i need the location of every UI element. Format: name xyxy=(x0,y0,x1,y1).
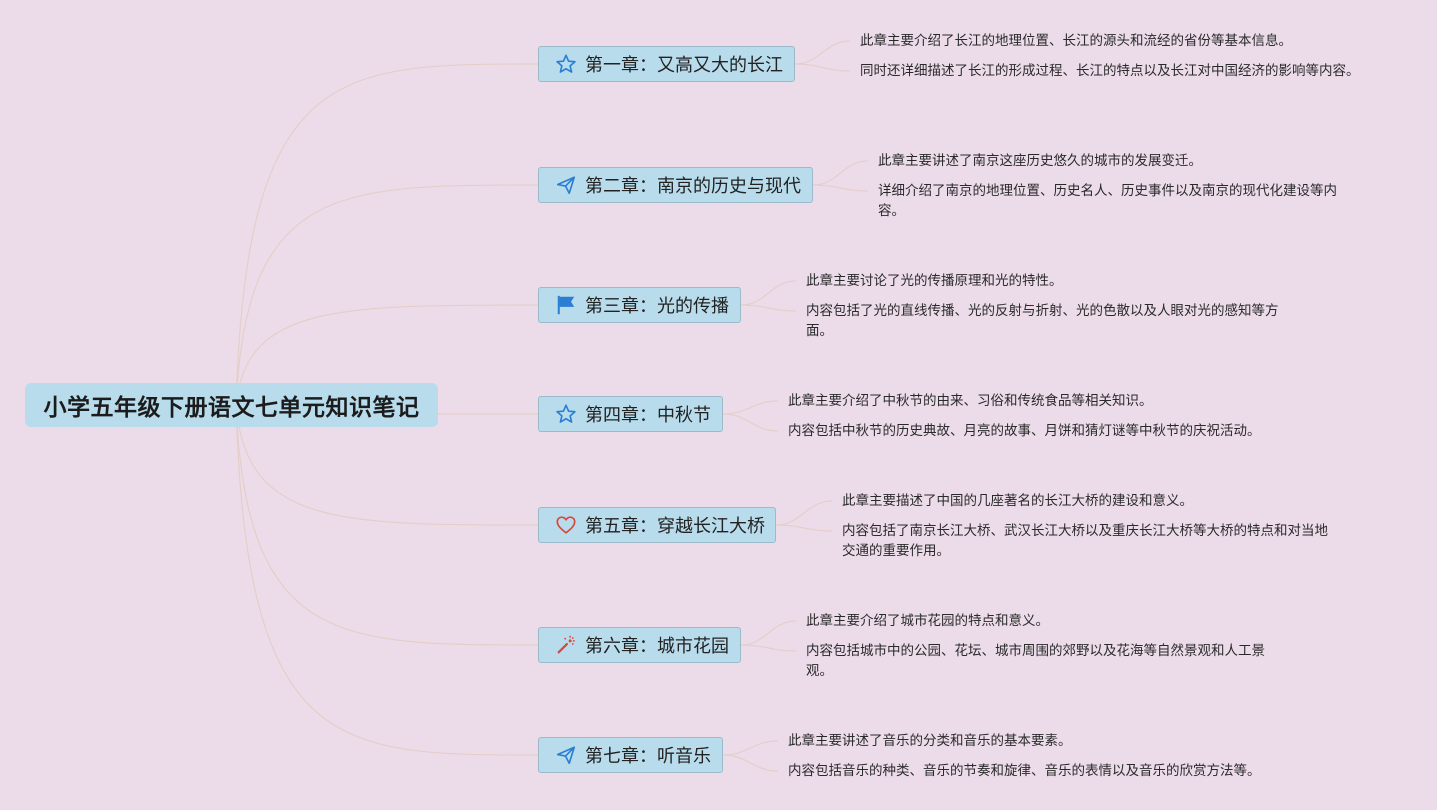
chapter-node-2[interactable]: 第二章：南京的历史与现代 xyxy=(538,167,813,203)
chapter-4-note-connector-2 xyxy=(722,413,779,432)
chapter-title: 第二章：南京的历史与现代 xyxy=(585,176,801,197)
chapter-6-note-1: 此章主要介绍了城市花园的特点和意义。 xyxy=(806,613,1049,629)
root-connector-5 xyxy=(235,404,539,526)
chapter-5-note-2: 内容包括了南京长江大桥、武汉长江大桥以及重庆长江大桥等大桥的特点和对当地交通的重… xyxy=(842,523,1328,559)
root-connector-1 xyxy=(235,63,539,406)
chapter-2-note-2: 详细介绍了南京的地理位置、历史名人、历史事件以及南京的现代化建设等内容。 xyxy=(878,183,1337,219)
root-connector-7 xyxy=(235,404,539,756)
chapter-title: 第一章：又高又大的长江 xyxy=(585,55,783,76)
chapter-3-note-2: 内容包括了光的直线传播、光的反射与折射、光的色散以及人眼对光的感知等方面。 xyxy=(806,303,1279,339)
paper-plane-icon xyxy=(555,744,577,766)
magic-wand-icon xyxy=(555,634,577,656)
chapter-1-note-connector-1 xyxy=(794,40,851,65)
chapter-7-note-2: 内容包括音乐的种类、音乐的节奏和旋律、音乐的表情以及音乐的欣赏方法等。 xyxy=(788,763,1261,779)
chapter-title: 第三章：光的传播 xyxy=(585,296,729,317)
chapter-3-note-connector-2 xyxy=(740,304,797,312)
chapter-6-note-connector-2 xyxy=(740,644,797,652)
root-connector-2 xyxy=(235,184,539,406)
chapter-title: 第七章：听音乐 xyxy=(585,746,711,767)
heart-icon xyxy=(555,514,577,536)
chapter-5-note-connector-2 xyxy=(775,524,833,532)
chapter-title: 第五章：穿越长江大桥 xyxy=(585,516,765,537)
chapter-5-note-1: 此章主要描述了中国的几座著名的长江大桥的建设和意义。 xyxy=(842,493,1193,509)
chapter-3-note-1: 此章主要讨论了光的传播原理和光的特性。 xyxy=(806,273,1063,289)
chapter-1-note-1: 此章主要介绍了长江的地理位置、长江的源头和流经的省份等基本信息。 xyxy=(860,33,1292,49)
root-connector-3 xyxy=(235,304,539,406)
star-icon xyxy=(555,403,577,425)
chapter-6-note-2: 内容包括城市中的公园、花坛、城市周围的郊野以及花海等自然景观和人工景观。 xyxy=(806,643,1265,679)
chapter-4-note-2: 内容包括中秋节的历史典故、月亮的故事、月饼和猜灯谜等中秋节的庆祝活动。 xyxy=(788,423,1261,439)
chapter-2-note-connector-2 xyxy=(812,184,869,192)
chapter-7-note-connector-1 xyxy=(722,740,779,756)
chapter-1-note-connector-2 xyxy=(794,63,851,72)
chapter-7-note-1: 此章主要讲述了音乐的分类和音乐的基本要素。 xyxy=(788,733,1072,749)
chapter-node-3[interactable]: 第三章：光的传播 xyxy=(538,287,741,323)
root-connector-6 xyxy=(235,404,539,646)
chapter-4-note-1: 此章主要介绍了中秋节的由来、习俗和传统食品等相关知识。 xyxy=(788,393,1153,409)
root-topic[interactable]: 小学五年级下册语文七单元知识笔记 xyxy=(25,383,438,427)
chapter-title: 第六章：城市花园 xyxy=(585,636,729,657)
chapter-4-note-connector-1 xyxy=(722,400,779,415)
chapter-5-note-connector-1 xyxy=(775,500,833,526)
chapter-title: 第四章：中秋节 xyxy=(585,405,711,426)
chapter-1-note-2: 同时还详细描述了长江的形成过程、长江的特点以及长江对中国经济的影响等内容。 xyxy=(860,63,1360,79)
chapter-2-note-connector-1 xyxy=(812,160,869,186)
star-icon xyxy=(555,53,577,75)
flag-icon xyxy=(555,294,577,316)
chapter-2-note-1: 此章主要讲述了南京这座历史悠久的城市的发展变迁。 xyxy=(878,153,1202,169)
paper-plane-icon xyxy=(555,174,577,196)
chapter-7-note-connector-2 xyxy=(722,754,779,772)
chapter-node-4[interactable]: 第四章：中秋节 xyxy=(538,396,723,432)
chapter-node-5[interactable]: 第五章：穿越长江大桥 xyxy=(538,507,776,543)
chapter-node-7[interactable]: 第七章：听音乐 xyxy=(538,737,723,773)
chapter-3-note-connector-1 xyxy=(740,280,797,306)
chapter-node-6[interactable]: 第六章：城市花园 xyxy=(538,627,741,663)
chapter-6-note-connector-1 xyxy=(740,620,797,646)
chapter-node-1[interactable]: 第一章：又高又大的长江 xyxy=(538,46,795,82)
